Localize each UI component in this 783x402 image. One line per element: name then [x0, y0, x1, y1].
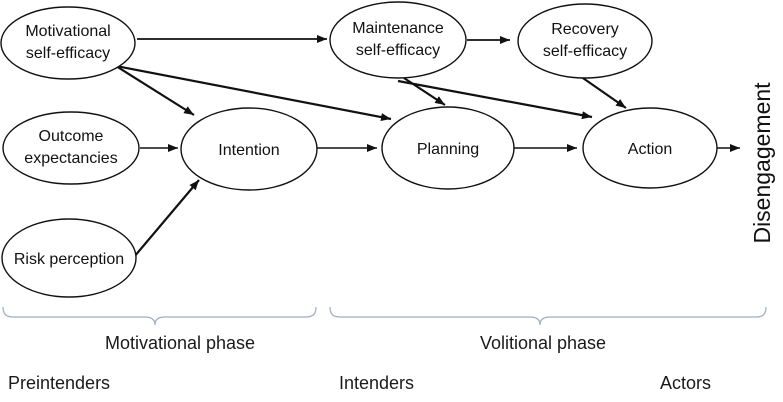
arrow-motivational-to-planning: [115, 64, 392, 122]
arrow-motivational-to-intention: [115, 65, 195, 116]
recovery-label-line1: Recovery: [551, 21, 619, 38]
arrow-maintenance-to-action: [397, 79, 593, 120]
risk-perception-ellipse: [1, 218, 137, 298]
motivational-phase-label: Motivational phase: [105, 333, 255, 353]
node-planning: Planning: [381, 106, 515, 190]
recovery-label-line2: self-efficacy: [543, 43, 627, 60]
node-outcome-expectancies: Outcome expectancies: [2, 111, 140, 185]
stage-label-actors: Actors: [660, 373, 711, 393]
outcome-label-line1: Outcome: [39, 128, 104, 145]
stage-label-intenders: Intenders: [339, 373, 414, 393]
arrow-risk-to-intention: [133, 179, 200, 258]
maintenance-label-line2: self-efficacy: [356, 42, 440, 59]
motivational-phase-brace: [2, 306, 317, 326]
action-label: Action: [628, 141, 672, 158]
outcome-label-line2: expectancies: [24, 150, 117, 167]
motivational-label-line2: self-efficacy: [26, 45, 110, 62]
arrow-recovery-to-action: [579, 75, 627, 109]
node-maintenance-self-efficacy: Maintenance self-efficacy: [329, 1, 467, 79]
motivational-self-efficacy-ellipse: [0, 6, 136, 80]
stage-label-preintenders: Preintenders: [8, 373, 110, 393]
maintenance-self-efficacy-ellipse: [329, 1, 467, 79]
maintenance-label-line1: Maintenance: [352, 20, 444, 37]
node-risk-perception: Risk perception: [1, 218, 137, 298]
planning-ellipse: [381, 106, 515, 190]
outcome-expectancies-ellipse: [2, 111, 140, 185]
node-motivational-self-efficacy: Motivational self-efficacy: [0, 6, 136, 80]
volitional-phase-label: Volitional phase: [480, 333, 606, 353]
risk-perception-label: Risk perception: [14, 251, 124, 268]
action-ellipse: [582, 107, 718, 189]
volitional-phase-brace: [329, 306, 767, 326]
disengagement-label: Disengagement: [749, 82, 775, 244]
intention-label: Intention: [218, 142, 279, 159]
recovery-self-efficacy-ellipse: [517, 3, 653, 79]
intention-ellipse: [180, 107, 318, 191]
motivational-label-line1: Motivational: [25, 23, 110, 40]
diagram-arrows: [115, 35, 740, 258]
node-action: Action: [582, 107, 718, 189]
planning-label: Planning: [417, 141, 479, 158]
node-recovery-self-efficacy: Recovery self-efficacy: [517, 3, 653, 79]
arrow-maintenance-to-planning: [403, 77, 446, 106]
node-intention: Intention: [180, 107, 318, 191]
